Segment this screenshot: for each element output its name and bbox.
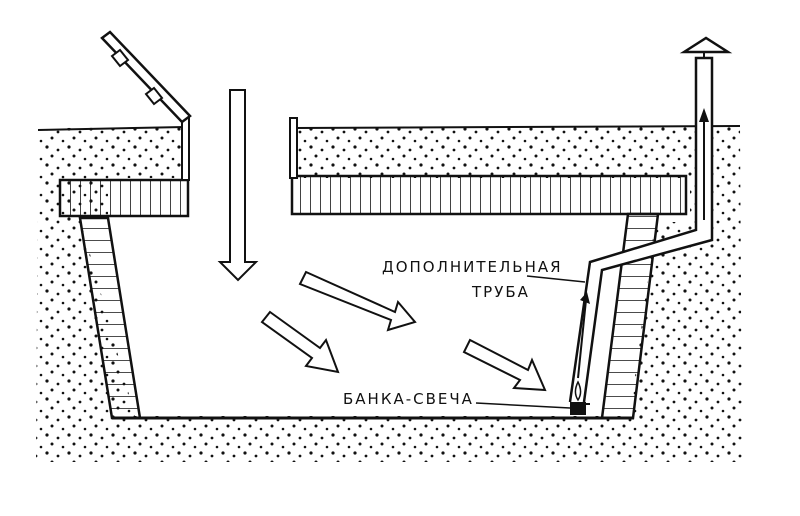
airflow-arrow-diagonal-3 bbox=[462, 338, 547, 392]
ceiling-slab-left bbox=[58, 178, 190, 218]
hatch-post-left bbox=[181, 115, 190, 181]
hatch-post-right bbox=[289, 117, 298, 179]
extra-pipe-leader-line bbox=[526, 275, 586, 283]
ground-surface-line bbox=[37, 125, 741, 131]
airflow-arrow-diagonal-2 bbox=[260, 310, 340, 374]
ceiling-slab-right bbox=[290, 174, 688, 216]
extra-pipe-label-line2: ТРУБА bbox=[471, 283, 530, 301]
open-hatch-lid bbox=[100, 30, 192, 124]
candle-jar-label: БАНКА-СВЕЧА bbox=[343, 390, 474, 408]
extra-pipe-label-line1: ДОПОЛНИТЕЛЬНАЯ bbox=[382, 258, 563, 276]
candle-jar-icon bbox=[570, 380, 586, 415]
pipe-cap bbox=[679, 36, 733, 58]
airflow-arrow-diagonal-1 bbox=[298, 270, 417, 332]
candle-jar-leader-line bbox=[475, 402, 571, 409]
airflow-arrow-down bbox=[217, 89, 259, 282]
